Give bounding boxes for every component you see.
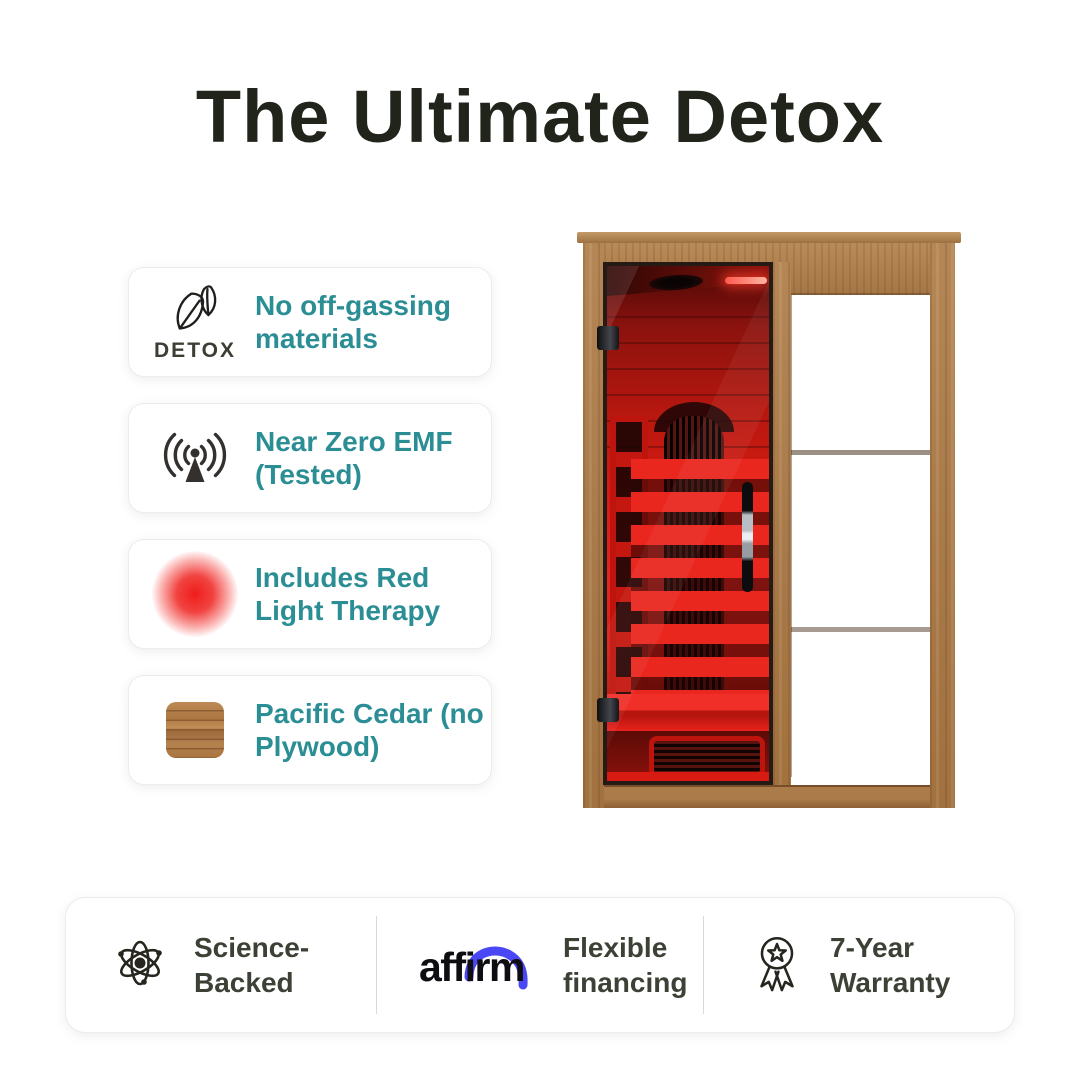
- sauna-bench: [607, 694, 769, 731]
- emf-icon-column: [153, 424, 237, 493]
- sauna-panel-seam: [790, 627, 930, 632]
- sauna-top-cap: [577, 232, 961, 243]
- trust-item-financing: affirm Flexible financing: [377, 930, 703, 1000]
- sauna-base-rail: [583, 785, 955, 808]
- feature-card-emf: Near Zero EMF (Tested): [128, 403, 492, 513]
- feature-card-list: DETOX No off-gassing materials: [128, 267, 492, 811]
- feature-text: No off-gassing materials: [255, 289, 451, 354]
- divider: [703, 916, 704, 1014]
- affirm-wordmark: affirm: [419, 944, 525, 990]
- detox-badge-label: DETOX: [154, 338, 236, 362]
- sauna-left-post: [583, 243, 604, 808]
- trust-item-science: Science-Backed: [66, 930, 376, 1000]
- detox-leaves-icon: [166, 282, 224, 337]
- feature-text: Pacific Cedar (no Plywood): [255, 697, 484, 762]
- sauna-panel-seam: [790, 450, 930, 455]
- trust-item-label: 7-Year Warranty: [830, 932, 951, 998]
- feature-text: Includes Red Light Therapy: [255, 561, 441, 626]
- sauna-glass-door: [603, 262, 773, 785]
- sauna-product-image: [577, 232, 961, 808]
- feature-card-cedar: Pacific Cedar (no Plywood): [128, 675, 492, 785]
- page-title: The Ultimate Detox: [195, 75, 885, 158]
- red-light-glow-icon: [152, 551, 238, 637]
- trust-item-label: Science-Backed: [194, 932, 310, 998]
- award-ribbon-icon: [746, 931, 808, 1000]
- sauna-door-hinge: [597, 326, 619, 350]
- sauna-floor: [607, 772, 769, 781]
- sauna-door-handle: [742, 482, 753, 592]
- sauna-door-hinge: [597, 698, 619, 722]
- sauna-right-wood-panel: [790, 295, 930, 777]
- sauna-door-jamb: [773, 262, 791, 787]
- trust-item-warranty: 7-Year Warranty: [704, 930, 1014, 1000]
- affirm-logo: affirm: [419, 937, 541, 993]
- sauna-red-light-bar: [725, 277, 767, 284]
- trust-bar: Science-Backed affirm Flexible financing: [65, 897, 1015, 1033]
- atom-icon: [108, 931, 172, 1000]
- cedar-icon-column: [153, 702, 237, 758]
- detox-icon-column: DETOX: [153, 282, 237, 363]
- feature-card-detox: DETOX No off-gassing materials: [128, 267, 492, 377]
- trust-item-label: Flexible financing: [563, 932, 688, 998]
- cedar-wood-swatch-icon: [166, 702, 224, 758]
- feature-card-red-light: Includes Red Light Therapy: [128, 539, 492, 649]
- emf-antenna-icon: [162, 424, 228, 493]
- divider: [376, 916, 377, 1014]
- sauna-right-post: [930, 243, 955, 808]
- red-light-icon-column: [152, 551, 238, 637]
- feature-text: Near Zero EMF (Tested): [255, 425, 453, 490]
